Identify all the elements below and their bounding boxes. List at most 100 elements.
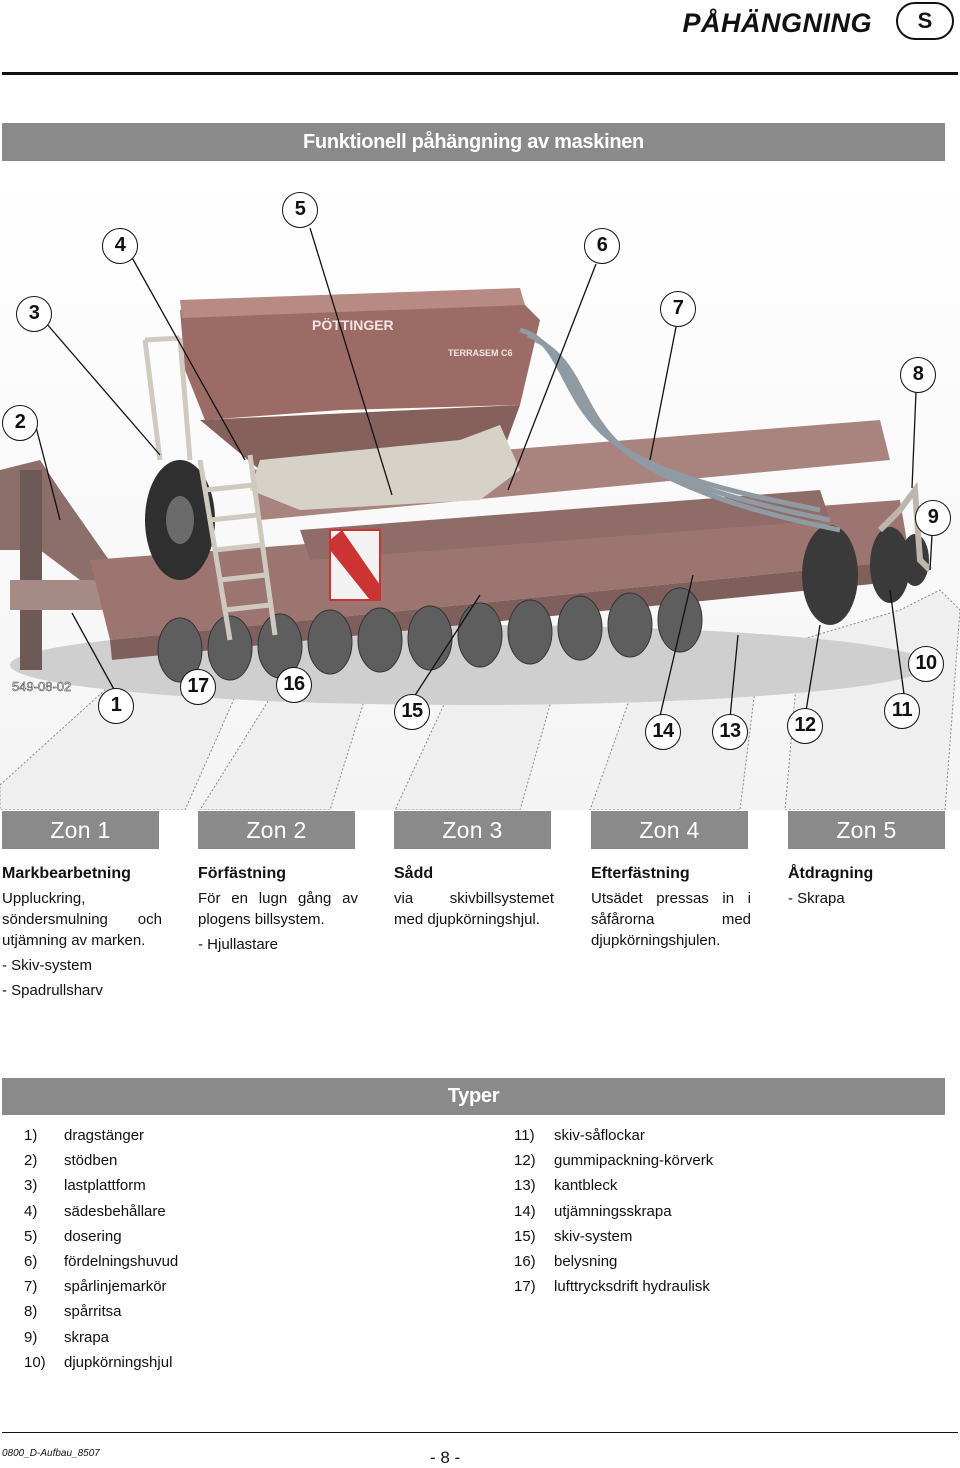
callout-7: 7: [660, 291, 696, 327]
item-text: gummipackning-körverk: [554, 1152, 714, 1170]
list-item: 13) kantbleck: [514, 1173, 713, 1198]
zone-1-text: Uppluckring, söndersmulning och utjämnin…: [2, 890, 162, 949]
list-item: 14)utjämningsskrapa: [514, 1199, 713, 1224]
zone-5-text: - Skrapa: [788, 890, 845, 907]
callout-3: 3: [16, 296, 52, 332]
list-item: 5) dosering: [24, 1224, 178, 1249]
callout-12: 12: [787, 708, 823, 744]
zone-1-item: - Spadrullsharv: [2, 982, 103, 999]
zone-3-description: Sådd via skivbillsystemet med djupkörnin…: [394, 863, 554, 930]
list-item: 6) fördelningshuvud: [24, 1249, 178, 1274]
item-number: 17): [514, 1278, 536, 1296]
distributor-hoses: [519, 327, 841, 533]
zone-4-heading: Efterfästning: [591, 865, 690, 882]
callout-13: 13: [712, 714, 748, 750]
item-number: 2): [24, 1152, 38, 1170]
item-number: 1): [24, 1127, 38, 1144]
list-item: 11) skiv-såflockar: [514, 1123, 713, 1148]
zone-1-item: - Skiv-system: [2, 957, 92, 974]
document-code: 0800_D-Aufbau_8507: [2, 1448, 100, 1459]
types-title: Typer: [2, 1078, 945, 1115]
brand-logo: PÖTTINGER: [312, 317, 394, 333]
header-divider: [2, 72, 958, 75]
types-list-right: 11) skiv-såflockar 12) gummipackning-körve…: [514, 1123, 713, 1299]
list-item: 1) dragstänger: [24, 1123, 178, 1148]
item-number: 3): [24, 1177, 38, 1195]
zone-2-item: - Hjullastare: [198, 936, 279, 953]
zone-3-heading: Sådd: [394, 865, 434, 882]
item-text: stödben: [64, 1152, 118, 1170]
types-list-left: 1)dragstänger 2)stödben 3)lastplattform …: [24, 1123, 178, 1375]
zone-1-bar: Zon 1: [2, 811, 159, 849]
list-item: 4) sädesbehållare: [24, 1199, 178, 1224]
callout-16: 16: [276, 667, 312, 703]
ladder: [142, 335, 278, 641]
item-text: dragstänger: [64, 1127, 145, 1144]
callout-8: 8: [900, 357, 936, 393]
item-number: 10): [24, 1353, 46, 1371]
list-item: 9) skrapa: [24, 1325, 178, 1350]
item-text: skiv-såflockar: [554, 1127, 645, 1144]
item-number: 4): [24, 1202, 38, 1220]
item-text: skrapa: [64, 1328, 110, 1346]
item-text: sädesbehållare: [64, 1202, 166, 1220]
zone-2-description: Förfästning För en lugn gång av plogens …: [198, 863, 358, 955]
list-item: 17) lufttrycksdrift hydraulisk: [514, 1274, 713, 1299]
zone-2-heading: Förfästning: [198, 865, 286, 882]
item-text: lufttrycksdrift hydraulisk: [554, 1278, 710, 1296]
item-number: 12): [514, 1152, 536, 1170]
seed-hopper: PÖTTINGER TERRASEM C6: [180, 288, 540, 470]
item-text: dosering: [64, 1227, 122, 1245]
list-item: 2) stödben: [24, 1148, 178, 1173]
zone-2-text: För en lugn gång av plogens billsystem.: [198, 890, 358, 928]
list-item: 12) gummipackning-körverk: [514, 1148, 713, 1173]
callout-10: 10: [908, 646, 944, 682]
item-text: lastplattform: [64, 1177, 146, 1195]
footer-divider: [2, 1432, 958, 1433]
item-number: 13): [514, 1177, 536, 1195]
list-item: 15)skiv-system: [514, 1224, 713, 1249]
section-title: Funktionell påhängning av maskinen: [2, 123, 945, 161]
item-number: 11): [514, 1127, 535, 1144]
item-number: 6): [24, 1253, 38, 1271]
list-item: 16) belysning: [514, 1249, 713, 1274]
zone-3-bar: Zon 3: [394, 811, 551, 849]
zone-5-bar: Zon 5: [788, 811, 945, 849]
list-item: 3) lastplattform: [24, 1173, 178, 1198]
callout-4: 4: [102, 228, 138, 264]
item-text: fördelningshuvud: [64, 1253, 179, 1271]
zone-1-description: Markbearbetning Uppluckring, söndersmuln…: [2, 863, 162, 1001]
item-text: belysning: [554, 1253, 618, 1271]
callout-11: 11: [884, 693, 920, 729]
language-badge: S: [896, 2, 954, 40]
item-text: djupkörningshjul: [64, 1353, 173, 1371]
item-number: 16): [514, 1253, 536, 1271]
callout-6: 6: [584, 228, 620, 264]
zone-5-description: Åtdragning - Skrapa: [788, 863, 948, 909]
item-text: skiv-system: [554, 1227, 633, 1245]
callout-17: 17: [180, 669, 216, 705]
item-text: spårritsa: [64, 1303, 122, 1321]
warning-sign: [329, 529, 381, 601]
zone-1-heading: Markbearbetning: [2, 865, 131, 882]
zone-3-text: via skivbillsystemet med djupkörningshju…: [394, 890, 554, 928]
callout-leaders: [35, 227, 933, 719]
callout-14: 14: [645, 714, 681, 750]
page-number: - 8 -: [430, 1448, 461, 1467]
track-marker: [877, 481, 933, 573]
callout-2: 2: [2, 405, 38, 441]
machine-photo: PÖTTINGER TERRASEM C6: [0, 170, 960, 811]
zone-4-bar: Zon 4: [591, 811, 748, 849]
item-number: 5): [24, 1227, 38, 1245]
model-label: TERRASEM C6: [448, 348, 513, 358]
callout-15: 15: [394, 694, 430, 730]
item-number: 7): [24, 1278, 38, 1296]
list-item: 8)spårritsa: [24, 1299, 178, 1324]
callout-5: 5: [282, 192, 318, 228]
item-number: 9): [24, 1328, 38, 1346]
zone-4-description: Efterfästning Utsädet pressas in i såfår…: [591, 863, 751, 951]
item-text: kantbleck: [554, 1177, 618, 1195]
zone-4-text: Utsädet pressas in i såfårorna med djupk…: [591, 890, 751, 949]
zone-2-bar: Zon 2: [198, 811, 355, 849]
item-text: utjämningsskrapa: [554, 1202, 672, 1220]
